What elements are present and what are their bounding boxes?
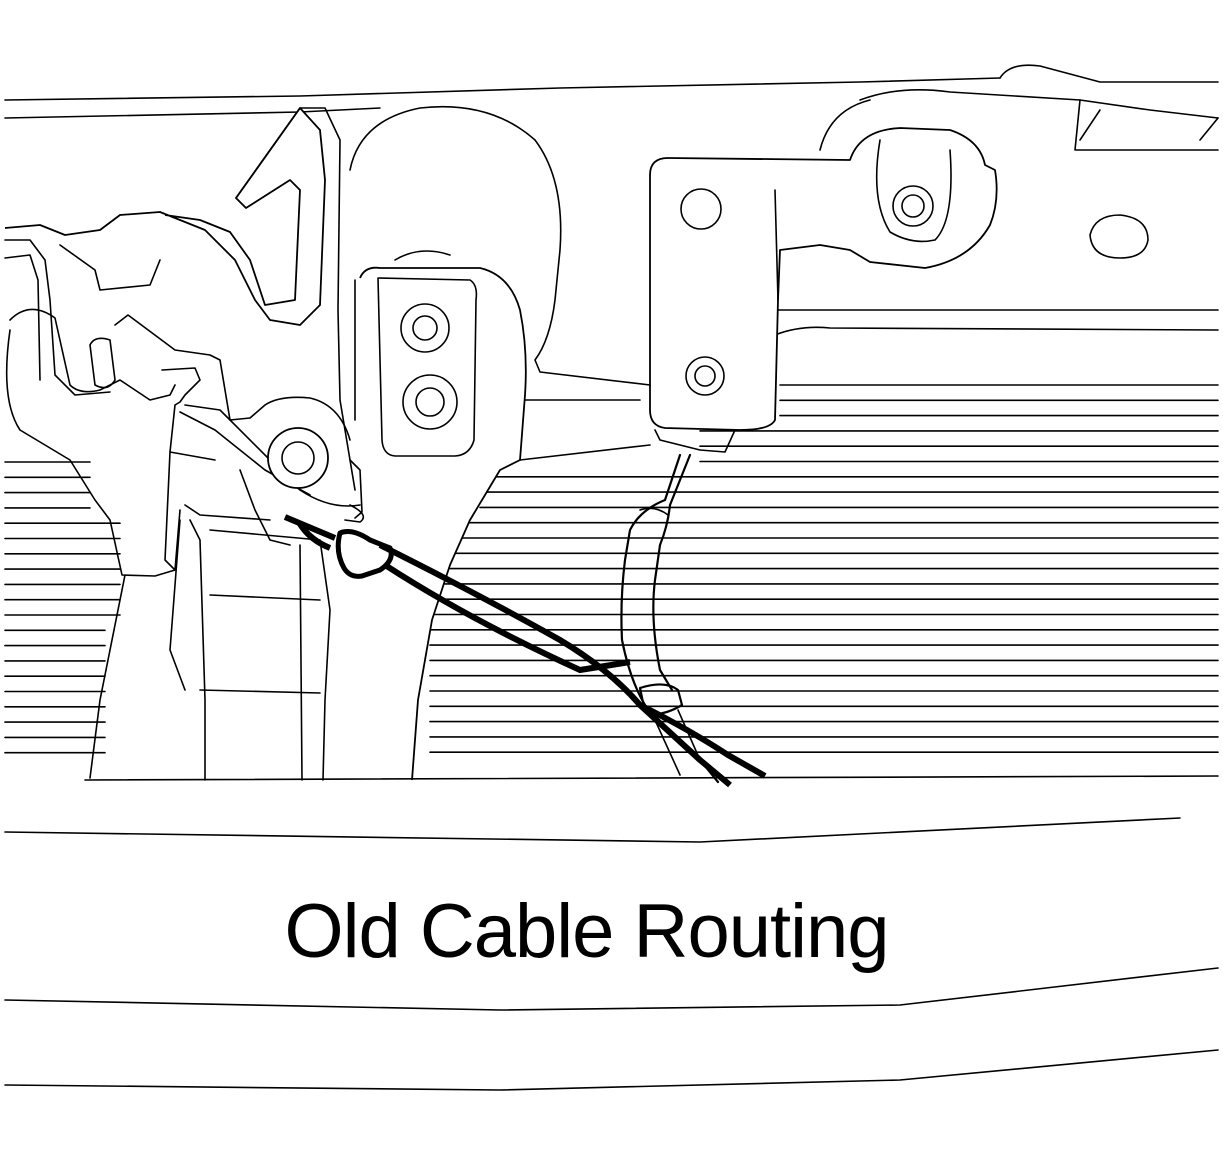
fins-right-block [429,384,1219,754]
hood-release-cable-thin [620,453,701,776]
hood-release-cable-old [283,514,767,788]
radiator-support-bar [4,64,1219,336]
radiator-fins [4,384,1219,754]
mounting-bracket-right [649,99,1149,453]
hood-latch-assembly [4,107,365,781]
fins-left-block [4,461,121,754]
latch-support [349,105,651,781]
bumper-fascia [4,775,1219,1091]
figure-caption: Old Cable Routing [284,889,889,974]
